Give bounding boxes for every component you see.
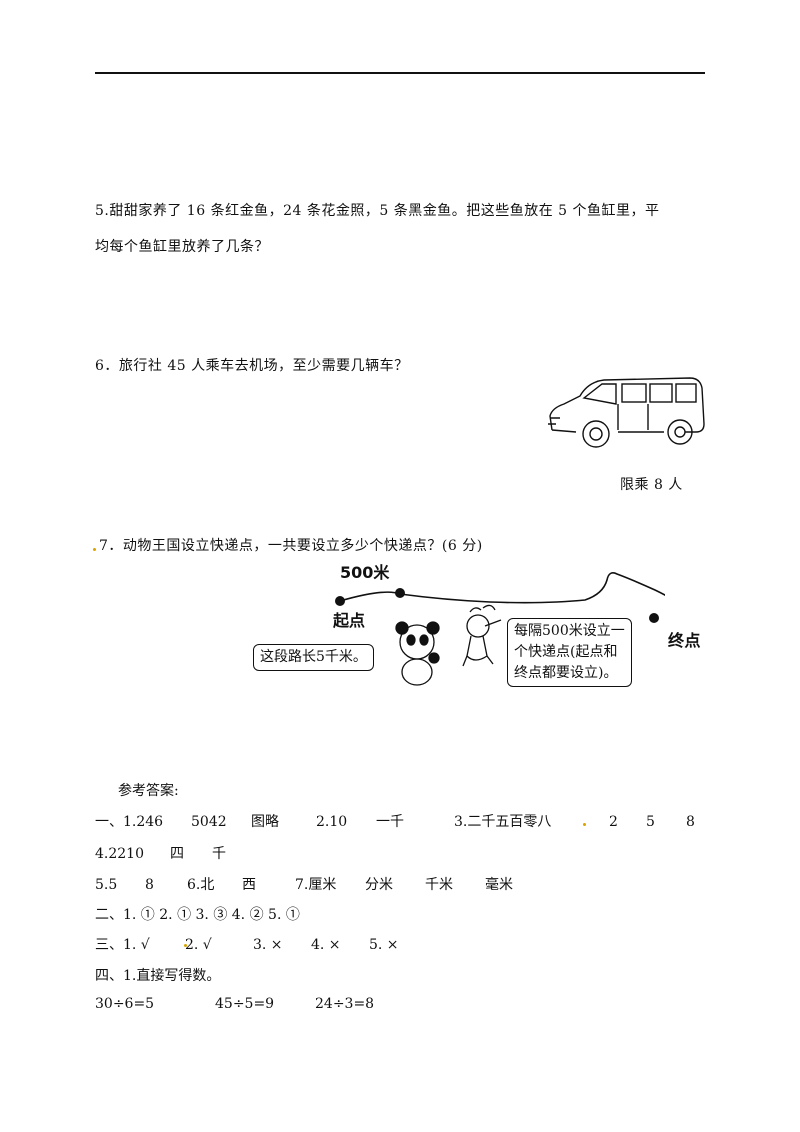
answer-item: 千米 <box>425 877 453 893</box>
answers-row-5: 三、1. √ 2. √ 3. × 4. × 5. × <box>95 934 399 954</box>
answer-item: 45÷5=9 <box>215 996 275 1012</box>
answers-row-3: 5.5 8 6.北 西 7.厘米 分米 千米 毫米 <box>95 874 513 894</box>
answer-item: 6.北 <box>187 877 215 893</box>
answer-item: 3.二千五百零八 <box>454 814 552 830</box>
stray-mark <box>583 823 586 826</box>
answer-item: 5042 <box>191 814 227 830</box>
right-bubble-line2: 个快递点(起点和 <box>514 644 618 660</box>
answer-item: 24÷3=8 <box>315 996 375 1012</box>
header-rule <box>95 72 705 74</box>
answer-item: 2. √ <box>185 937 212 953</box>
answers-row-7: 30÷6=5 45÷5=9 24÷3=8 <box>95 996 374 1012</box>
answer-item: 2 <box>609 814 618 830</box>
answers-row-1: 一、1.246 5042 图略 2.10 一千 3.二千五百零八 2 5 8 <box>95 811 695 831</box>
answer-item: 5 <box>646 814 655 830</box>
van-capacity-caption: 限乘 8 人 <box>620 477 683 493</box>
answer-item: 5.5 <box>95 877 118 893</box>
answers-row-4: 二、1. ① 2. ① 3. ③ 4. ② 5. ① <box>95 907 300 923</box>
left-bubble-text: 这段路长5千米。 <box>260 649 367 665</box>
answer-item: 四 <box>170 846 184 862</box>
answer-item: 一千 <box>376 814 404 830</box>
answers-heading: 参考答案: <box>118 783 179 799</box>
answer-item: 8 <box>145 877 154 893</box>
right-speech-bubble: 每隔500米设立一 个快递点(起点和 终点都要设立)。 <box>507 618 632 687</box>
right-bubble-line3: 终点都要设立)。 <box>514 665 618 681</box>
question-7: 7．动物王国设立快递点，一共要设立多少个快递点？(6 分) <box>99 538 483 554</box>
distance-label: 500米 <box>340 563 390 582</box>
start-label: 起点 <box>332 611 365 630</box>
answer-item: 三、1. √ <box>95 937 150 953</box>
answer-item: 2.10 <box>316 814 348 830</box>
question-5-line1: 5.甜甜家养了 16 条红金鱼，24 条花金照，5 条黑金鱼。把这些鱼放在 5 … <box>95 203 660 219</box>
answers-row-6: 四、1.直接写得数。 <box>95 968 221 984</box>
stray-mark <box>184 944 187 947</box>
answer-item: 30÷6=5 <box>95 996 155 1012</box>
answer-item: 3. × <box>253 937 283 953</box>
answer-item: 一、1.246 <box>95 814 164 830</box>
answer-item: 毫米 <box>485 877 513 893</box>
panda-drawing <box>395 621 440 686</box>
delivery-route-figure: 500米 起点 <box>332 563 665 686</box>
van-illustration <box>548 377 705 448</box>
answer-item: 5. × <box>369 937 399 953</box>
answer-item: 7.厘米 <box>295 877 337 893</box>
question-6: 6．旅行社 45 人乘车去机场，至少需要几辆车？ <box>95 358 409 374</box>
right-bubble-line1: 每隔500米设立一 <box>514 623 625 639</box>
answer-item: 8 <box>686 814 695 830</box>
rabbit-drawing <box>462 604 502 667</box>
answer-item: 图略 <box>251 814 279 830</box>
answer-item: 4. × <box>311 937 341 953</box>
end-label: 终点 <box>668 631 702 650</box>
answer-item: 4.2210 <box>95 846 144 862</box>
question-5-line2: 均每个鱼缸里放养了几条？ <box>95 239 269 255</box>
answers-row-2: 4.2210 四 千 <box>95 843 226 863</box>
answer-item: 分米 <box>365 877 393 893</box>
stray-mark <box>93 548 96 551</box>
left-speech-bubble: 这段路长5千米。 <box>253 644 374 671</box>
answer-item: 千 <box>212 846 226 862</box>
answer-item: 西 <box>242 877 256 893</box>
